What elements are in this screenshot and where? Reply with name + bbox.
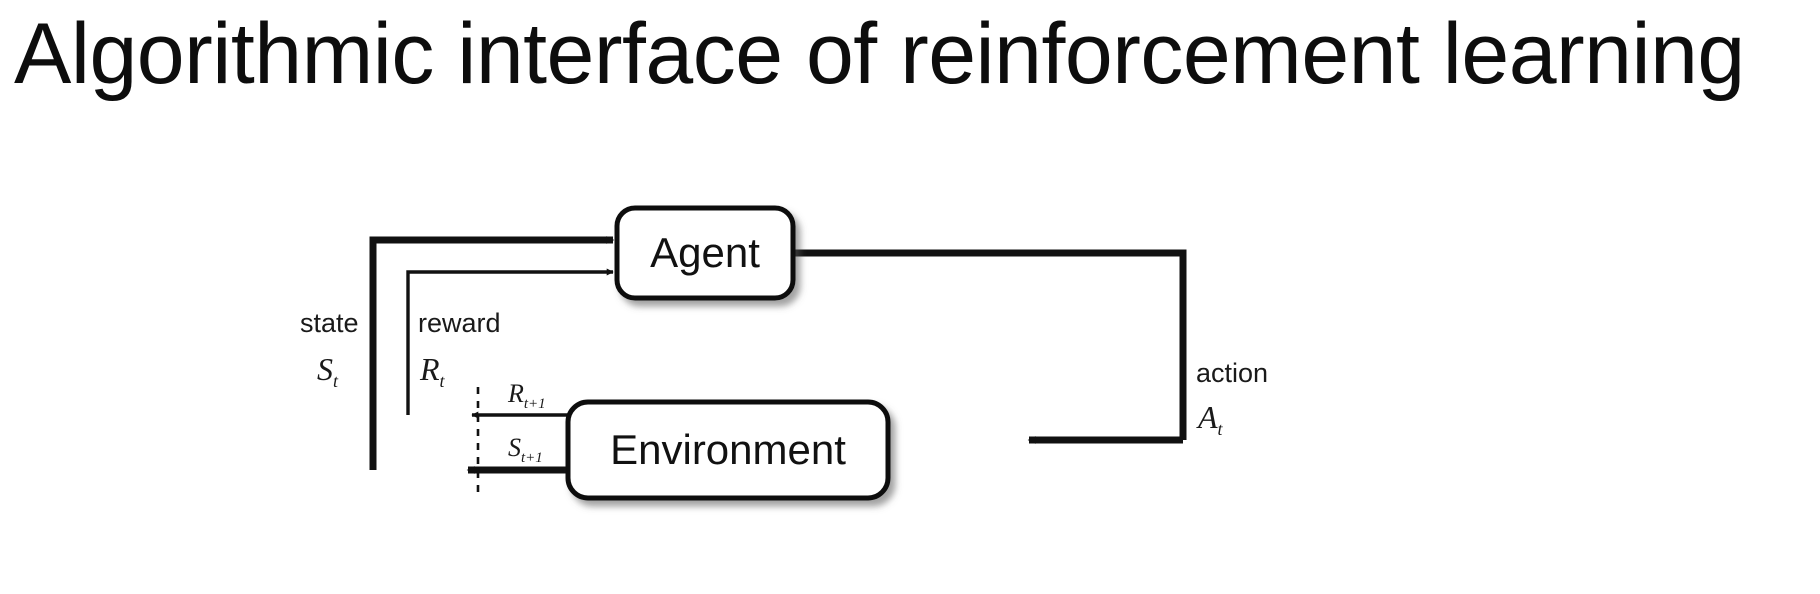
edge-state-next: St+1 (466, 433, 570, 474)
node-environment[interactable]: Environment (565, 399, 891, 501)
symbol-reward-next: Rt+1 (507, 379, 546, 412)
node-agent[interactable]: Agent (614, 205, 796, 301)
edge-symbol-state: St (317, 351, 339, 391)
edge-action-to-environment: action At (793, 249, 1268, 444)
edge-label-action: action (1196, 358, 1268, 388)
agent-box[interactable] (614, 205, 796, 301)
agent-box-label: Agent (650, 229, 760, 276)
edge-state-to-agent: state St (300, 236, 615, 470)
rl-interaction-diagram: action At state St reward Rt Rt+1 (0, 150, 1400, 550)
environment-box-label: Environment (610, 426, 846, 473)
symbol-state-next: St+1 (508, 433, 543, 466)
edge-symbol-action: At (1196, 399, 1224, 439)
environment-box[interactable] (565, 399, 891, 501)
edge-label-state: state (300, 308, 359, 338)
edge-reward-to-agent: reward Rt (406, 268, 614, 415)
diagram-svg: action At state St reward Rt Rt+1 (300, 205, 1268, 501)
edge-label-reward: reward (418, 308, 501, 338)
edge-symbol-reward: Rt (419, 351, 446, 391)
page-title: Algorithmic interface of reinforcement l… (14, 6, 1745, 102)
edge-reward-next: Rt+1 (471, 379, 570, 419)
